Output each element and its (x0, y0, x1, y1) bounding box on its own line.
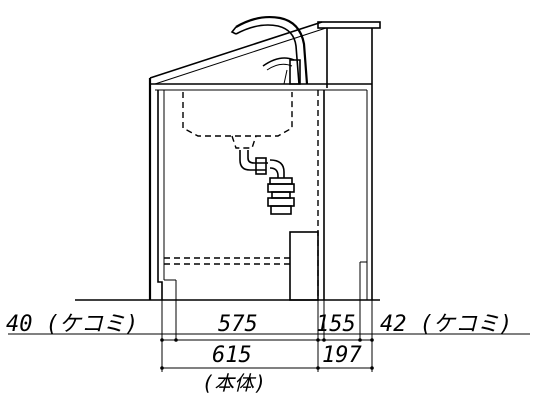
dimension-lines (8, 300, 530, 372)
cabinet-body (157, 90, 325, 300)
dim-kick-left: 40 (ケコミ) (6, 312, 138, 337)
side-column (317, 21, 381, 300)
dim-body-width: 575 (218, 312, 258, 337)
dim-body-note: (本体) (202, 371, 266, 395)
dim-side-unit: 197 (322, 343, 362, 368)
sink-bowl (182, 92, 293, 149)
dim-kick-right: 42 (ケコミ) (380, 312, 512, 337)
drain-trap (239, 150, 295, 215)
dim-total-body: 615 (212, 343, 252, 368)
faucet (230, 15, 309, 85)
counter-top (148, 21, 372, 300)
inner-base (164, 231, 319, 301)
dim-mid-gap: 155 (316, 312, 356, 337)
